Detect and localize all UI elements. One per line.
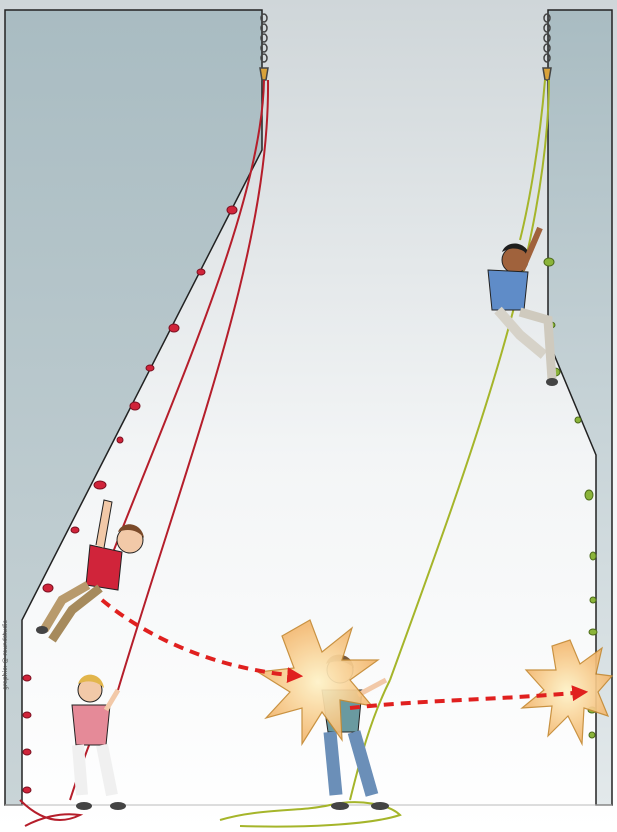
climber-left-red-shirt xyxy=(36,499,144,643)
left-wall-holds xyxy=(22,205,238,794)
belayer-left-pink-shirt xyxy=(71,674,126,810)
swing-arrow-right xyxy=(349,685,589,710)
left-anchor-chain-icon xyxy=(259,13,269,81)
impact-burst-right xyxy=(520,639,614,747)
climber-right-blue-shirt xyxy=(487,226,558,386)
swing-arrow-left xyxy=(100,598,304,684)
illustration-credit: graphic: @ roundstudio xyxy=(2,619,9,690)
